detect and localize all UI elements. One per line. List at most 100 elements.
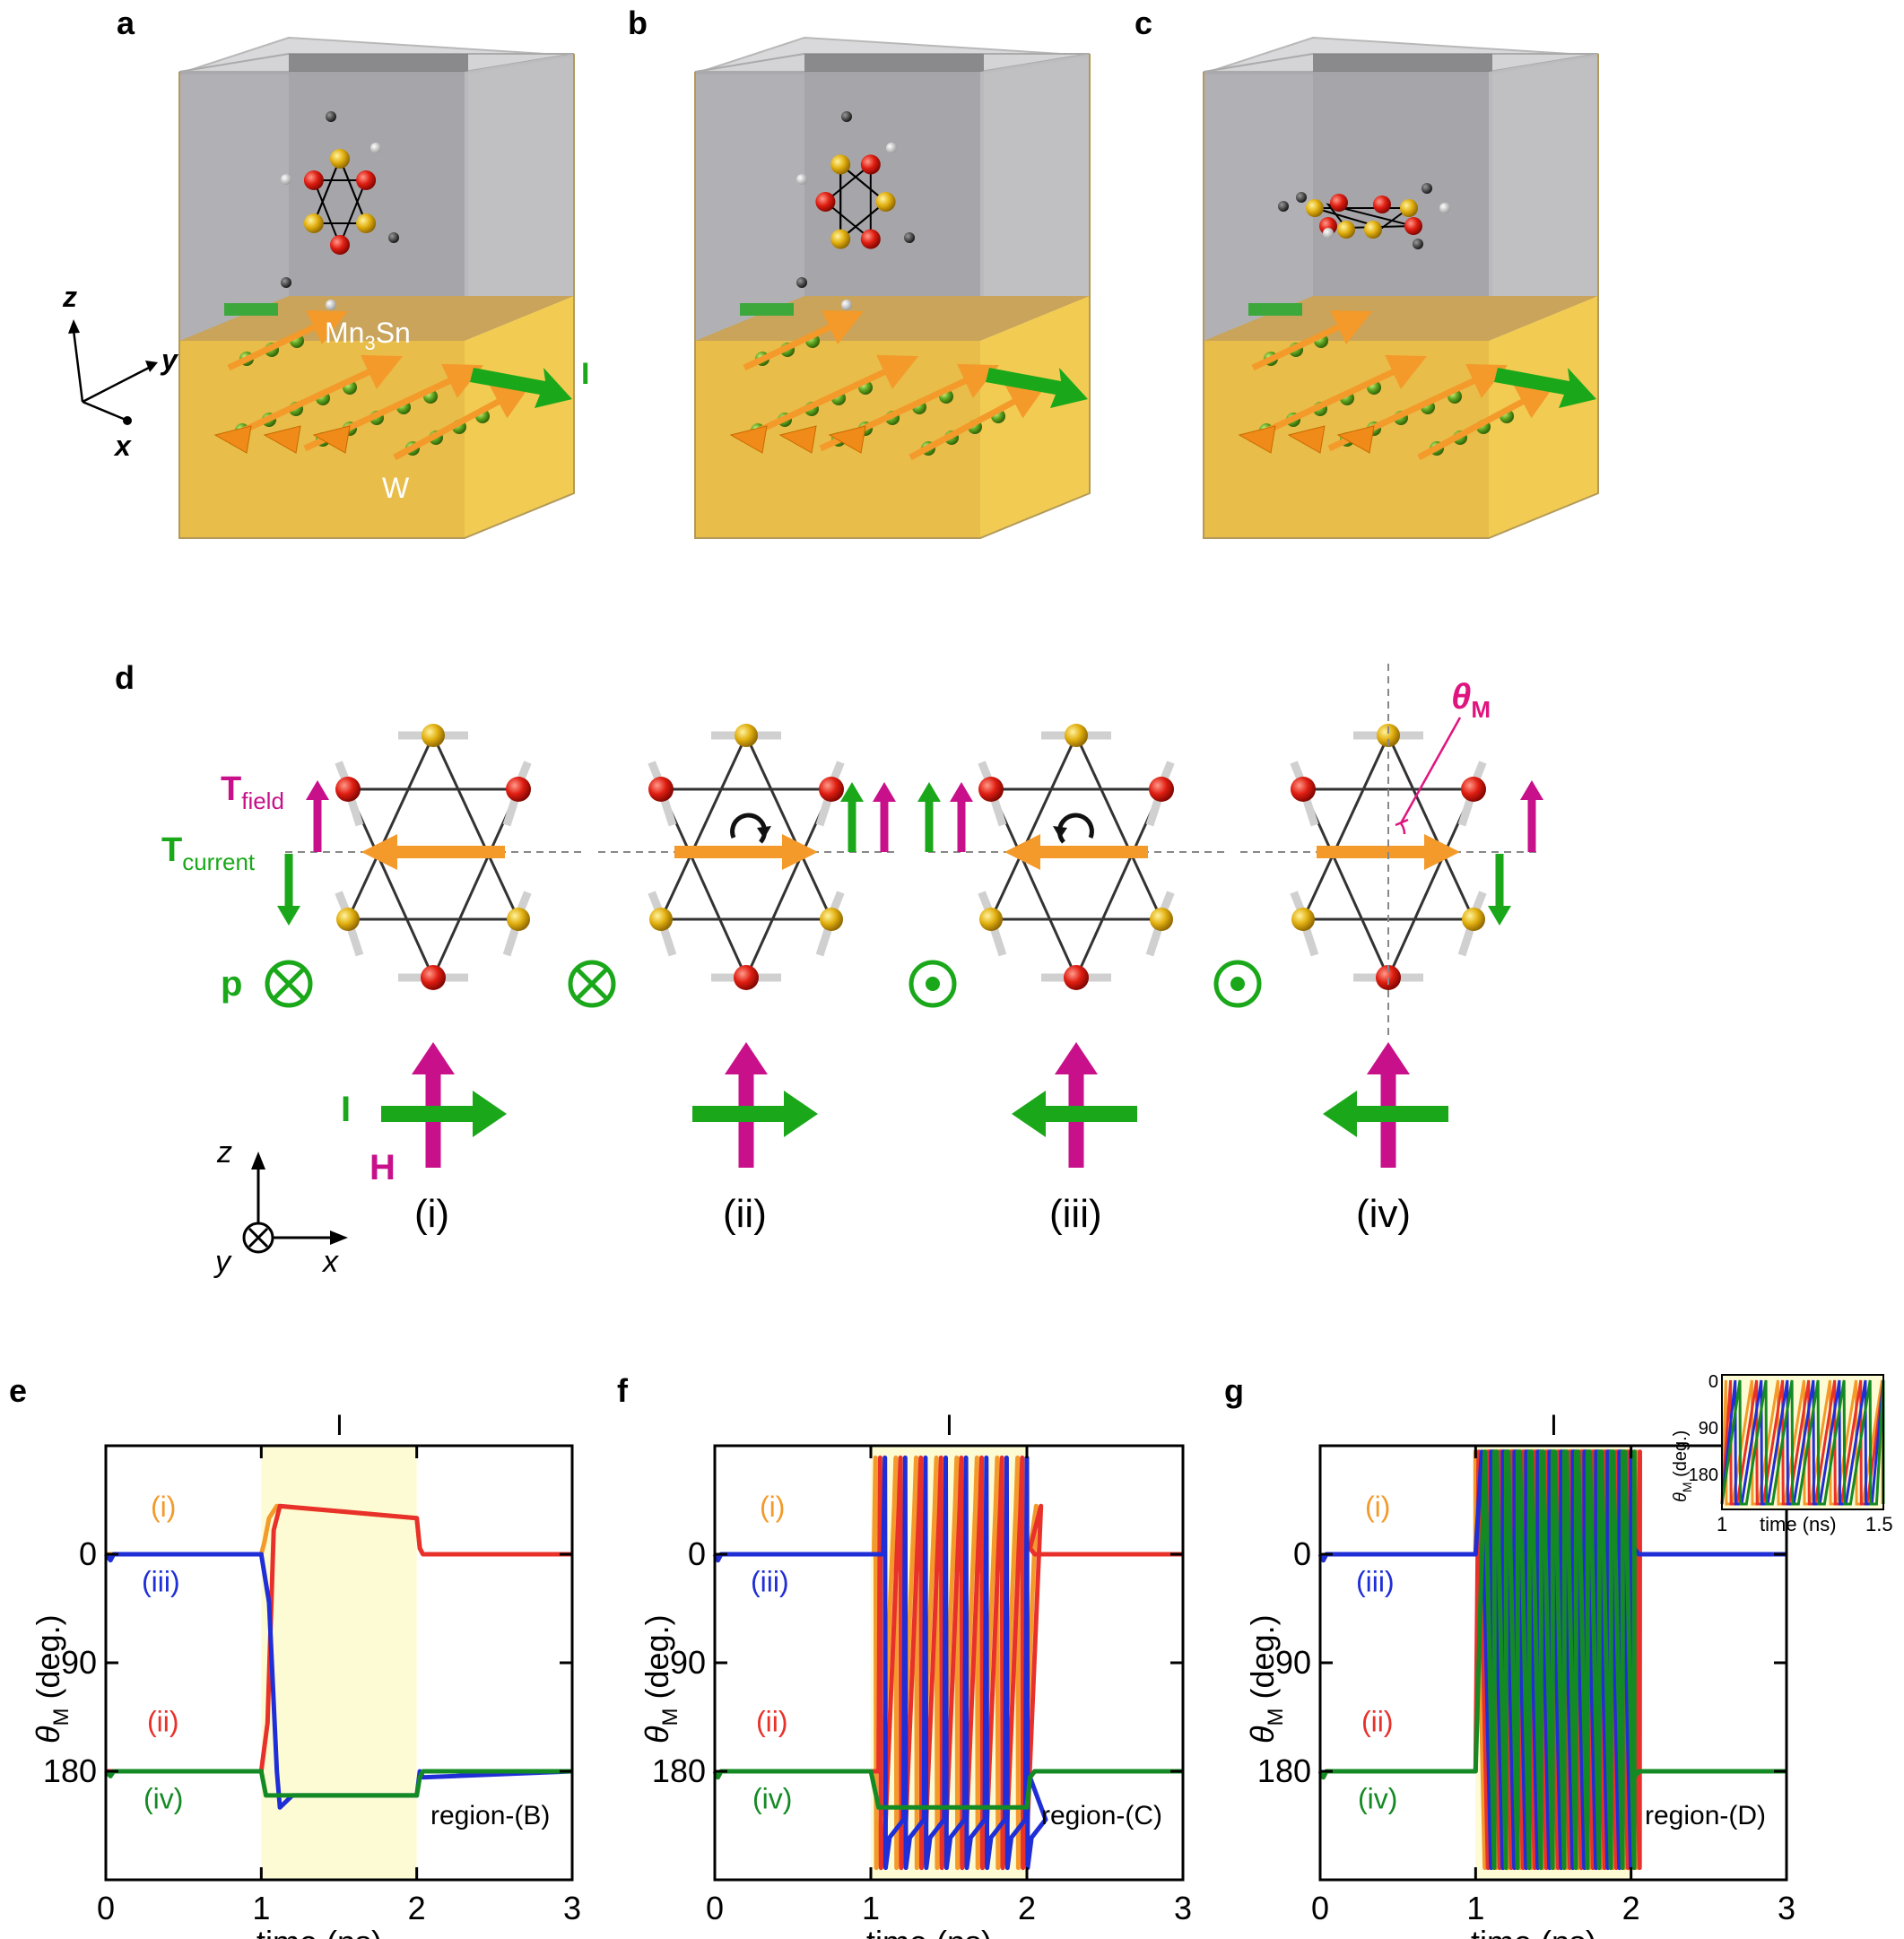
series-label: (ii) [1361, 1706, 1394, 1738]
theta-pointer [1399, 717, 1462, 824]
torque-arrow-icon [1488, 854, 1511, 926]
pulse-label: I [1550, 1409, 1558, 1441]
polarization-cross [576, 968, 608, 1000]
mn-atom [506, 777, 531, 802]
theta-arc [1395, 818, 1409, 835]
field-arrow-icon [1367, 1042, 1410, 1168]
t-current-label: Tcurrent [161, 831, 256, 875]
current-arrow-icon [1323, 1091, 1448, 1137]
current-arrow-icon [692, 1091, 818, 1137]
panel-label-a: a [117, 4, 135, 41]
y-axis-label: θM (deg.) [30, 1614, 74, 1743]
x-tick-label: 0 [1311, 1890, 1329, 1926]
box-edges [694, 54, 1091, 539]
spin-cone [828, 425, 866, 454]
box-kagome [1278, 183, 1450, 249]
mn-atom [422, 724, 445, 747]
magnetization-arrow-head [782, 834, 818, 870]
box-edges [1203, 54, 1599, 539]
axis-x-label-d: x [321, 1245, 339, 1279]
mn-atom [421, 965, 446, 990]
inset-x-tick-label: 1 [1717, 1513, 1727, 1535]
spin-cone [1336, 425, 1375, 454]
box-edges [178, 54, 575, 539]
axis-z-label-d: z [216, 1135, 232, 1169]
x-axis-label: time (ns) [256, 1924, 382, 1939]
inset-series-blue [1720, 1379, 1885, 1506]
box-right-grey [980, 54, 1090, 350]
spin-cone [263, 425, 301, 454]
region-label: region-(C) [1041, 1801, 1162, 1830]
series-line-blue [1317, 1449, 1787, 1871]
x-tick-label: 1 [1466, 1890, 1484, 1926]
axis-z-label: z [62, 281, 77, 313]
axis-x-head [330, 1230, 348, 1245]
current-arrow-icon [381, 1091, 507, 1137]
y-axis-label: θM (deg.) [639, 1614, 682, 1743]
chart-e: I0123090180time (ns)θM (deg.)(i)(iii)(ii… [30, 1409, 581, 1939]
charts: I 0 1 2 3 0 90 180 time (ns) θM (deg.) (i) (iii) (ii… [30, 1372, 1893, 1939]
x-axis-label: time (ns) [1471, 1924, 1596, 1939]
box-right-grey [1489, 54, 1598, 350]
series-label: (iv) [1358, 1783, 1397, 1815]
layer-w-label: W [382, 472, 410, 504]
series-label: (i) [760, 1491, 785, 1523]
mn-atom [820, 908, 843, 931]
h-label-d: H [369, 1148, 396, 1187]
triangle-down [345, 787, 521, 978]
series-label: (i) [151, 1491, 176, 1523]
field-arrow-icon [412, 1042, 455, 1168]
torque-arrow-icon [277, 854, 300, 926]
polarization-dot [926, 977, 940, 991]
mn-atom [1291, 908, 1315, 931]
inset-x-tick-label: 1.5 [1865, 1513, 1893, 1535]
mn-atom [734, 965, 759, 990]
series-group [104, 1503, 573, 1810]
triangle-down [658, 787, 834, 978]
mn-atom [819, 777, 844, 802]
spin-cone [1238, 425, 1276, 454]
crystal-box-b [694, 36, 1091, 539]
axes-3d [68, 319, 158, 425]
x-tick-label: 2 [408, 1890, 426, 1926]
polarization-icon [265, 960, 313, 1008]
t-field-label: Tfield [221, 770, 284, 814]
panel-label-c: c [1135, 4, 1152, 41]
i-label-d: I [341, 1090, 351, 1129]
crystal-box-c [1203, 36, 1599, 539]
series-label: (iii) [142, 1566, 180, 1598]
panel-label-d: d [115, 659, 135, 696]
mn-atom [979, 908, 1003, 931]
polarization-icon [568, 960, 616, 1008]
torque-arrow-icon [1520, 780, 1543, 852]
torque-arrow-icon [306, 780, 329, 852]
torque-arrow-icon [840, 782, 864, 852]
y-tick-label: 180 [652, 1752, 706, 1789]
current-arrow-icon [470, 368, 572, 408]
chart-g: I0123090180time (ns)θM (deg.)(i)(iii)(ii… [1244, 1372, 1893, 1939]
y-tick-label: 0 [79, 1535, 97, 1572]
series-label: (iv) [752, 1783, 792, 1815]
layer-mn3sn-label: Mn3Sn [325, 317, 411, 354]
spin-chains [213, 310, 532, 461]
spin-cone [778, 425, 817, 454]
axis-z-head [251, 1152, 265, 1169]
series-label: (iii) [751, 1566, 789, 1598]
region-label: region-(B) [430, 1801, 550, 1830]
y-tick-label: 0 [1293, 1535, 1311, 1572]
series-line-blue [712, 1455, 1183, 1871]
x-tick-label: 0 [97, 1890, 115, 1926]
x-axis-label: time (ns) [866, 1924, 992, 1939]
field-arrow-icon [1055, 1042, 1098, 1168]
triangle-up [658, 735, 834, 921]
x-tick-label: 3 [1778, 1890, 1795, 1926]
p-label: p [221, 964, 242, 1004]
spin-bar [224, 303, 278, 316]
panel-label-f: f [617, 1372, 629, 1409]
y-tick-label: 90 [61, 1644, 97, 1681]
case-label-iv: (iv) [1356, 1192, 1411, 1236]
field-arrow-icon [725, 1042, 768, 1168]
series-label: (ii) [756, 1706, 788, 1738]
